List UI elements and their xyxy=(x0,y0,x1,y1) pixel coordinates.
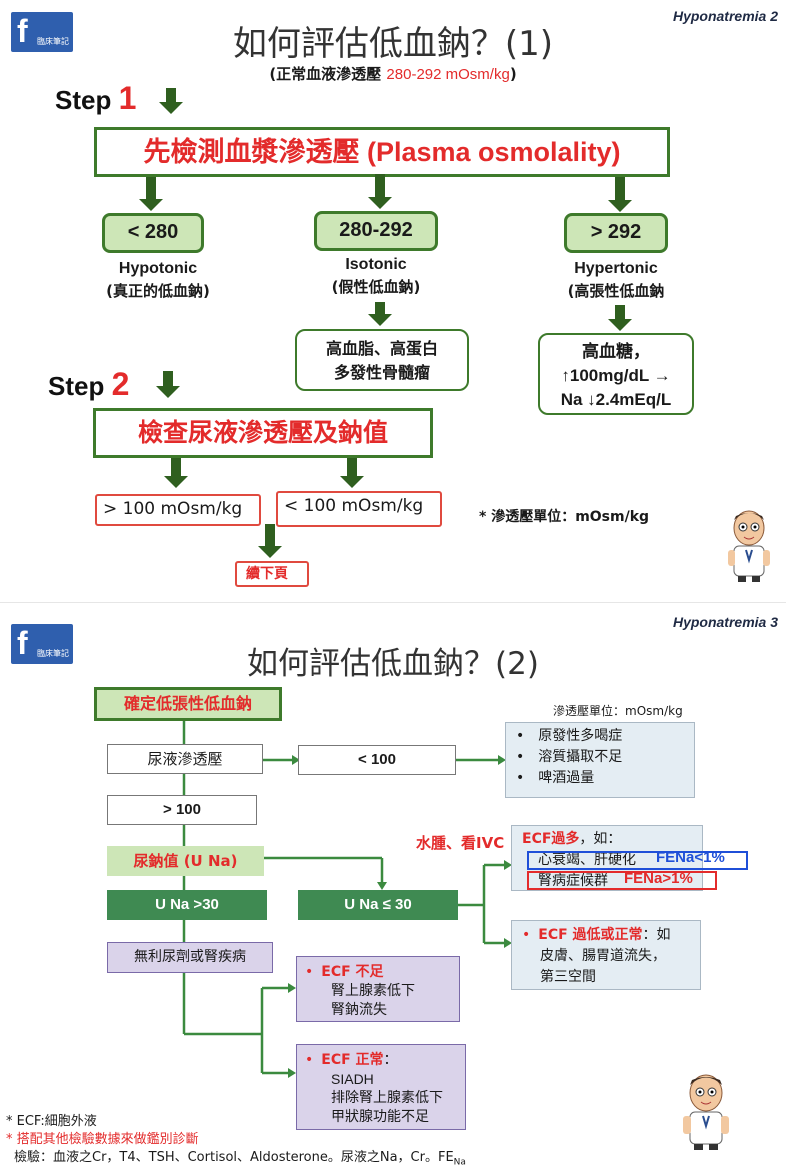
start-box: 確定低張性低血鈉 xyxy=(94,687,282,721)
fena-high-frame xyxy=(527,871,717,890)
down-arrow-icon xyxy=(258,524,282,558)
una-gt30-bar: U Na >30 xyxy=(107,890,267,920)
isotonic-causes-box: 高血脂、高蛋白 多發性骨髓瘤 xyxy=(295,329,469,391)
facebook-logo-icon: f 臨床筆記 xyxy=(11,624,73,664)
down-arrow-icon xyxy=(159,88,183,114)
urine-lt100-box: < 100 mOsm/kg xyxy=(276,491,442,527)
branch-hypertonic-value: > 292 xyxy=(564,213,668,253)
slide-tag: Hyponatremia 2 xyxy=(672,8,778,24)
ecf-low-panel: •ECF 過低或正常：如 皮膚、腸胃道流失， 第三空間 xyxy=(511,920,701,990)
fena-low-label: FENa<1% xyxy=(656,849,725,866)
logo-letter: f xyxy=(17,625,28,661)
down-arrow-icon xyxy=(608,177,632,212)
down-arrow-icon xyxy=(139,177,163,211)
lt100-box: < 100 xyxy=(298,745,456,775)
down-arrow-icon xyxy=(164,458,188,488)
diuretic-box: 無利尿劑或腎疾病 xyxy=(107,942,273,973)
down-arrow-icon xyxy=(156,371,180,398)
logo-caption: 臨床筆記 xyxy=(37,37,69,46)
step1-label: Step 1 xyxy=(55,80,137,116)
hypertonic-label: Hypertonic (高張性低血鈉 xyxy=(567,260,665,300)
step2-box: 檢查尿液滲透壓及鈉值 xyxy=(93,408,433,458)
logo-letter: f xyxy=(17,13,28,49)
hypertonic-causes-box: 高血糖， ↑100mg/dL → Na ↓2.4mEq/L xyxy=(538,333,694,415)
normal-range: 280-292 mOsm/kg xyxy=(386,66,510,83)
footnote-diff-dx: * 搭配其他檢驗數據來做鑑別診斷 xyxy=(6,1132,199,1147)
page-title: 如何評估低血鈉？(1) xyxy=(232,24,554,64)
urine-osm-box: 尿液滲透壓 xyxy=(107,744,263,774)
unit-note: 滲透壓單位：mOsm/kg xyxy=(553,704,683,718)
low-osm-causes-panel: •原發性多喝症 •溶質攝取不足 •啤酒過量 xyxy=(505,722,695,798)
ecf-high-panel: ECF過多，如： 心衰竭、肝硬化 腎病症候群 xyxy=(511,825,703,891)
unit-note: * 滲透壓單位：mOsm/kg xyxy=(479,509,650,525)
ecf-short-panel: •ECF 不足 腎上腺素低下 腎鈉流失 xyxy=(296,956,460,1022)
isotonic-label: Isotonic (假性低血鈉) xyxy=(331,256,421,296)
fena-low-frame xyxy=(527,851,748,870)
step2-label: Step 2 xyxy=(48,366,130,402)
down-arrow-icon xyxy=(368,302,392,326)
fena-high-label: FENa>1% xyxy=(624,870,693,887)
branch-isotonic-value: 280-292 xyxy=(314,211,438,251)
down-arrow-icon xyxy=(368,174,392,209)
doctor-mascot-icon xyxy=(722,506,776,584)
una-box: 尿鈉值 (U Na) xyxy=(107,846,264,876)
hypotonic-label: Hypotonic (真正的低血鈉) xyxy=(106,260,210,300)
footnote-ecf: * ECF:細胞外液 xyxy=(6,1114,97,1129)
list-item: •啤酒過量 xyxy=(516,770,595,786)
branch-hypotonic-value: < 280 xyxy=(102,213,204,253)
list-item: •溶質攝取不足 xyxy=(516,749,623,765)
urine-gt100-box: > 100 mOsm/kg xyxy=(95,494,261,526)
logo-caption: 臨床筆記 xyxy=(37,649,69,658)
footnote-labs: 檢驗：血液之Cr，T4、TSH、Cortisol、Aldosterone。尿液之… xyxy=(14,1150,466,1168)
step1-box: 先檢測血漿滲透壓 (Plasma osmolality) xyxy=(94,127,670,177)
list-item: •原發性多喝症 xyxy=(516,728,623,744)
subtitle: (正常血液滲透壓 280-292 mOsm/kg) xyxy=(269,65,517,83)
page-title: 如何評估低血鈉？(2) xyxy=(247,646,539,682)
next-page-box: 續下頁 xyxy=(235,561,309,587)
gt100-box: > 100 xyxy=(107,795,257,825)
facebook-logo-icon: f 臨床筆記 xyxy=(11,12,73,52)
ecf-normal-panel: •ECF 正常： SIADH 排除腎上腺素低下 甲狀腺功能不足 xyxy=(296,1044,466,1130)
doctor-mascot-icon xyxy=(676,1070,736,1152)
slide-tag: Hyponatremia 3 xyxy=(672,614,778,630)
una-le30-bar: U Na ≤ 30 xyxy=(298,890,458,920)
edema-note: 水腫、看IVC xyxy=(416,834,505,852)
slide-divider xyxy=(0,602,786,603)
down-arrow-icon xyxy=(340,458,364,488)
down-arrow-icon xyxy=(608,305,632,331)
